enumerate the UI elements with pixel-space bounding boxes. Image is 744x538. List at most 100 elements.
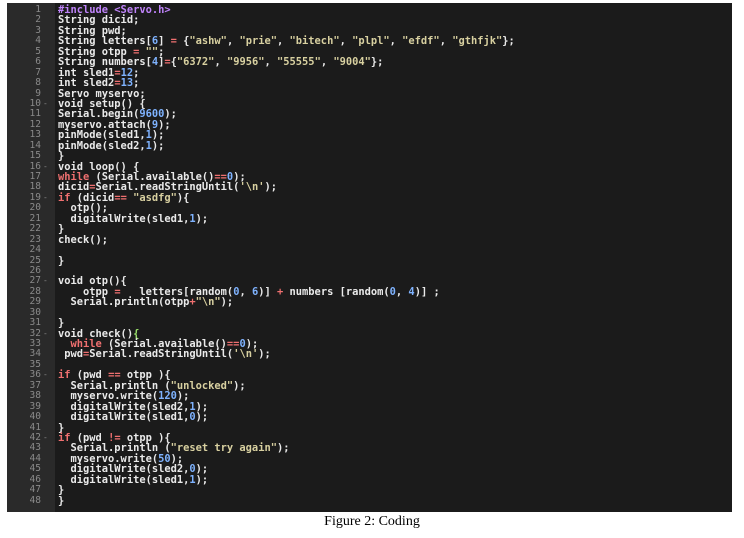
- fold-toggle-icon[interactable]: -: [43, 370, 48, 380]
- code-line[interactable]: 33 while (Serial.available()==0);: [7, 338, 732, 349]
- code-line[interactable]: 19-if (dicid== "asdfg"){: [7, 191, 732, 204]
- code-line[interactable]: 35: [7, 359, 732, 370]
- code-line[interactable]: 30: [7, 307, 732, 318]
- code-token: );: [151, 129, 165, 142]
- code-text: int sled2=13;: [58, 78, 139, 88]
- code-line[interactable]: 32-void check(){: [7, 328, 732, 339]
- line-number: 27: [29, 275, 41, 287]
- code-line[interactable]: 46 digitalWrite(sled1,1);: [7, 473, 732, 485]
- code-token: ]: [158, 56, 165, 69]
- code-token: ,: [320, 56, 334, 69]
- code-token: ){: [176, 191, 190, 204]
- code-line[interactable]: 27-void otp(){: [7, 275, 732, 287]
- code-line[interactable]: 40 digitalWrite(sled1,0);: [7, 411, 732, 422]
- code-text: digitalWrite(sled1,1);: [58, 474, 209, 485]
- code-line[interactable]: 34 pwd=Serial.readStringUntil('\n');: [7, 348, 732, 361]
- code-line[interactable]: 29 Serial.println(otpp+"\n");: [7, 296, 732, 307]
- code-token: Serial.begin(: [58, 108, 140, 121]
- line-number: 18: [29, 181, 41, 193]
- line-number: 19: [29, 191, 41, 203]
- line-number: 39: [29, 400, 41, 412]
- code-line[interactable]: 37 Serial.println ("unlocked");: [7, 379, 732, 392]
- code-line[interactable]: 48}: [7, 494, 732, 507]
- line-number: 9: [35, 87, 41, 99]
- code-token: check();: [58, 233, 109, 246]
- fold-toggle-icon[interactable]: -: [43, 161, 48, 171]
- fold-toggle-icon[interactable]: -: [43, 328, 48, 338]
- code-text: myservo.attach(9);: [58, 120, 171, 130]
- code-line[interactable]: 39 digitalWrite(sled2,1);: [7, 400, 732, 412]
- code-token: ,: [389, 35, 403, 48]
- code-line[interactable]: 44 myservo.write(50);: [7, 452, 732, 465]
- code-token: "unlocked": [170, 379, 234, 392]
- code-line[interactable]: 38 myservo.write(120);: [7, 390, 732, 403]
- code-line[interactable]: 31}: [7, 317, 732, 328]
- code-token: ;: [158, 45, 165, 58]
- code-token: ;: [133, 77, 140, 90]
- code-line[interactable]: 36-if (pwd == otpp ){: [7, 369, 732, 380]
- line-number: 47: [29, 484, 41, 496]
- code-text: pwd=Serial.readStringUntil('\n');: [58, 348, 270, 361]
- code-line[interactable]: 16-void loop() {: [7, 161, 732, 172]
- code-token: if: [58, 431, 71, 444]
- fold-toggle-icon[interactable]: -: [43, 192, 48, 202]
- code-text: myservo.write(50);: [58, 452, 184, 465]
- code-line[interactable]: 28 otpp = letters[random(0, 6)] + number…: [7, 285, 732, 298]
- fold-toggle-icon[interactable]: -: [43, 98, 48, 108]
- fold-toggle-icon[interactable]: -: [43, 276, 48, 286]
- code-line[interactable]: 47}: [7, 484, 732, 496]
- code-token: letters[random(: [120, 285, 234, 298]
- code-line[interactable]: 15}: [7, 150, 732, 161]
- line-number: 41: [29, 421, 41, 433]
- code-text: pinMode(sled1,1);: [58, 130, 164, 140]
- code-token: }: [58, 494, 65, 507]
- line-number: 46: [29, 473, 41, 485]
- line-number: 2: [35, 14, 41, 26]
- code-line[interactable]: 10-void setup() {: [7, 98, 732, 109]
- code-line[interactable]: 20 otp();: [7, 202, 732, 213]
- code-text: while (Serial.available()==0);: [58, 172, 246, 182]
- code-token: =: [114, 77, 121, 90]
- code-token: pinMode(sled1,: [58, 129, 146, 142]
- code-token: myservo.write(: [58, 390, 159, 403]
- code-text: Serial.println(otpp+"\n");: [58, 297, 234, 307]
- code-line[interactable]: 45 digitalWrite(sled2,0);: [7, 463, 732, 474]
- line-number: 14: [29, 139, 41, 151]
- code-line[interactable]: 43 Serial.println ("reset try again");: [7, 442, 732, 453]
- code-token: pinMode(sled2,: [58, 139, 146, 152]
- line-number: 22: [29, 223, 41, 235]
- code-token: myservo.write(: [58, 452, 159, 465]
- line-number: 1: [35, 4, 41, 15]
- fold-toggle-icon[interactable]: -: [43, 432, 48, 442]
- line-number: 7: [35, 66, 41, 78]
- code-text: }: [58, 255, 64, 266]
- code-line[interactable]: 41}: [7, 421, 732, 433]
- code-line[interactable]: 1#include <Servo.h>: [7, 4, 732, 15]
- code-line[interactable]: 22}: [7, 223, 732, 235]
- code-line[interactable]: 21 digitalWrite(sled1,1);: [7, 213, 732, 224]
- code-text: Serial.begin(9600);: [58, 109, 177, 119]
- code-token: Serial.readStringUntil(: [89, 348, 234, 361]
- code-token: ,: [264, 56, 278, 69]
- code-line[interactable]: 42-if (pwd != otpp ){: [7, 431, 732, 444]
- code-line[interactable]: 26: [7, 265, 732, 276]
- code-line[interactable]: 25}: [7, 255, 732, 266]
- code-line[interactable]: 24: [7, 244, 732, 255]
- code-token: "": [145, 45, 159, 58]
